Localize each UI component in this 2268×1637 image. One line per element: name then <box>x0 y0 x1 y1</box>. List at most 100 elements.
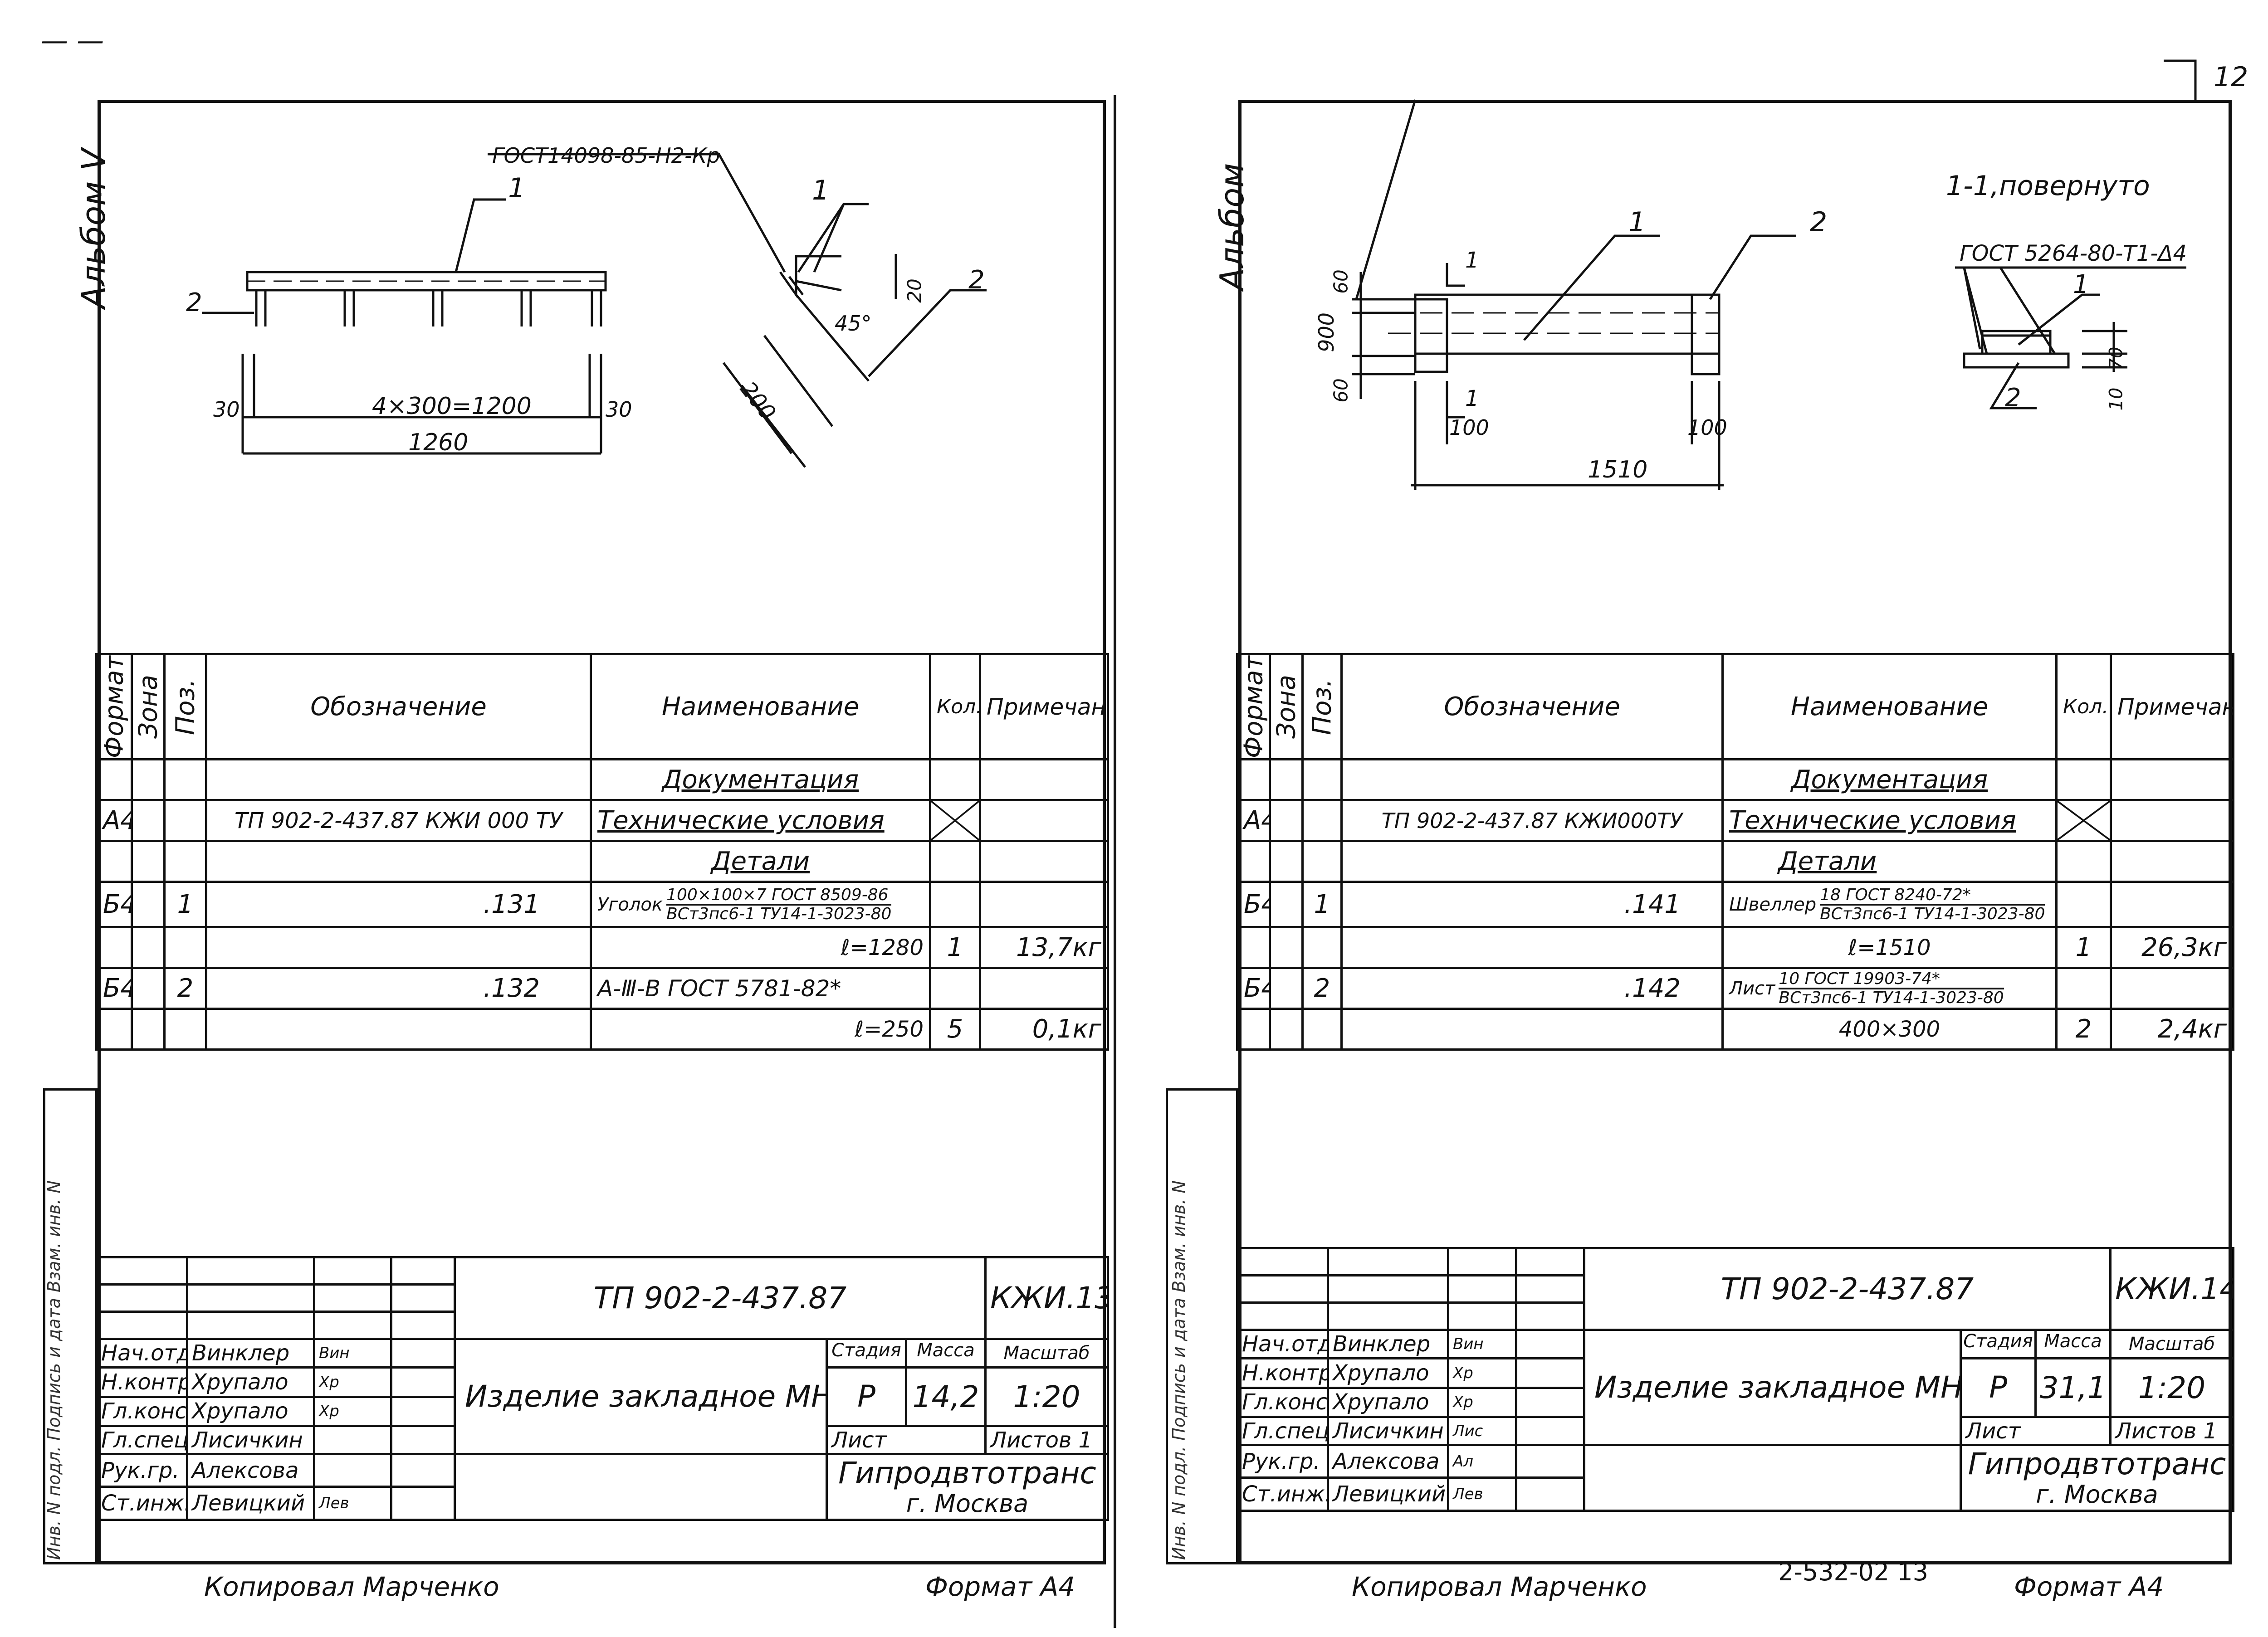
left-gost-label: ГОСТ14098-85-Н2-Кр <box>492 143 720 168</box>
right-h-designation: Обозначение <box>1340 653 1724 761</box>
left-dim-30b: 30 <box>606 397 632 422</box>
page-number: 12 <box>2214 61 2248 93</box>
left-name-4: Алексова <box>186 1452 315 1488</box>
left-h-qty: Кол. <box>929 653 981 761</box>
right-dim-60a: 60 <box>1330 269 1352 294</box>
left-org: Гипродвтотранс <box>838 1456 1096 1491</box>
right-gost-label: ГОСТ 5264-80-Т1-Δ4 <box>1960 241 2187 266</box>
left-h-note: Примечание <box>979 653 1109 761</box>
right-row1-qty: 1 <box>2055 926 2112 970</box>
left-row2-note: 0,1кг <box>979 1008 1109 1051</box>
right-side-stamp-text: Инв. N подл. Подпись и дата Взам. инв. N <box>1169 1180 1189 1560</box>
left-row1-format: Б4 <box>95 881 133 929</box>
right-row2-name-bottom: ВСт3пс6-1 ТУ14-1-3023-80 <box>1779 988 2004 1007</box>
left-dim-spacing: 4×300=1200 <box>372 393 532 420</box>
left-h-zone: Зона <box>132 654 165 760</box>
left-row1-name-prefix: Уголок <box>597 894 663 915</box>
left-tu-name: Технические условия <box>590 799 931 843</box>
left-city: г. Москва <box>906 1489 1029 1518</box>
right-name-4: Алексова <box>1327 1443 1449 1479</box>
right-dim-60b: 60 <box>1330 378 1352 403</box>
right-tu-name: Технические условия <box>1721 799 2058 843</box>
right-role-1: Н.контр. <box>1236 1357 1329 1389</box>
right-role-5: Ст.инж. <box>1236 1476 1329 1512</box>
left-pos2: 2 <box>186 288 202 317</box>
left-row2-name: А-Ⅲ-В ГОСТ 5781-82* <box>590 967 931 1010</box>
right-role-0: Нач.отд. <box>1236 1329 1329 1359</box>
right-pos2: 2 <box>1810 206 1828 238</box>
left-mass: 14,2 <box>912 1379 979 1414</box>
left-section-docs: Документация <box>590 758 931 802</box>
left-role-5: Ст.инж. <box>95 1486 188 1521</box>
right-sheets-label: Листов 1 <box>2109 1416 2234 1446</box>
left-pos2b: 2 <box>968 265 985 295</box>
right-row1-format: Б4 <box>1236 881 1271 929</box>
left-role-3: Гл.спец. <box>95 1425 188 1455</box>
right-role-2: Гл.констр. <box>1236 1386 1329 1418</box>
left-role-4: Рук.гр. <box>95 1452 188 1488</box>
left-section-parts: Детали <box>590 840 931 883</box>
left-tu-designation: ТП 902-2-437.87 КЖИ 000 ТУ <box>205 799 592 843</box>
page-number-bracket <box>2164 59 2197 102</box>
right-scale: 1:20 <box>2109 1357 2234 1418</box>
right-row2-name-prefix: Лист <box>1729 978 1775 999</box>
left-tu-qty-cross <box>929 799 981 843</box>
right-row1-note: 26,3кг <box>2110 926 2234 970</box>
right-h-name: Наименование <box>1721 653 2058 761</box>
right-dim-100a: 100 <box>1449 415 1489 440</box>
right-row2-name-top: 10 ГОСТ 19903-74* <box>1779 970 2004 989</box>
left-role-0: Нач.отд. <box>95 1338 188 1369</box>
right-h-qty: Кол. <box>2055 653 2112 761</box>
left-dim-20: 20 <box>903 278 926 303</box>
right-sig-5: Лев <box>1447 1476 1517 1512</box>
right-sig-1: Хр <box>1447 1357 1517 1389</box>
left-stage-label: Стадия <box>829 1341 907 1365</box>
top-dashes: — — <box>41 25 104 57</box>
right-tu-qty-cross <box>2055 799 2112 843</box>
right-section-parts: Детали <box>1721 840 2058 883</box>
right-pos2-section: 2 <box>2005 383 2021 413</box>
right-name-1: Хрупало <box>1327 1357 1449 1389</box>
left-row2-format: Б4 <box>95 967 133 1010</box>
right-scale-label: Масштаб <box>2109 1329 2234 1359</box>
left-row1-note: 13,7кг <box>979 926 1109 970</box>
right-sig-2: Хр <box>1447 1386 1517 1418</box>
left-sheet-label: Лист <box>826 1425 987 1455</box>
left-scale-label: Масштаб <box>984 1338 1109 1369</box>
right-row2-designation: .142 <box>1340 967 1724 1010</box>
left-role-1: Н.контр. <box>95 1366 188 1398</box>
right-dim-10: 10 <box>2106 387 2127 411</box>
right-row1-length: ℓ=1510 <box>1721 926 2058 970</box>
left-row1-name-top: 100×100×7 ГОСТ 8509-86 <box>666 887 892 906</box>
left-row2-pos: 2 <box>163 967 207 1010</box>
left-h-name: Наименование <box>590 653 931 761</box>
right-h-format: Формат <box>1237 654 1270 760</box>
left-row2-qty: 5 <box>929 1008 981 1051</box>
left-angle: 45° <box>835 311 872 336</box>
right-doc-code: ТП 902-2-437.87 <box>1583 1247 2112 1331</box>
left-sig-1: Хр <box>313 1366 392 1398</box>
left-name-5: Левицкий <box>186 1486 315 1521</box>
left-sig-5: Лев <box>313 1486 392 1521</box>
right-row2-pos: 2 <box>1301 967 1343 1010</box>
right-section-docs: Документация <box>1721 758 2058 802</box>
center-divider <box>1114 95 1116 1628</box>
left-dim-30a: 30 <box>213 397 240 422</box>
left-row1-designation: .131 <box>205 881 592 929</box>
right-row1-name-top: 18 ГОСТ 8240-72* <box>1820 887 2045 906</box>
right-copied: Копировал Марченко <box>1352 1571 1647 1602</box>
left-side-stamp-text: Инв. N подл. Подпись и дата Взам. инв. N <box>44 1180 64 1560</box>
right-row2-format: Б4 <box>1236 967 1271 1010</box>
left-row1-name-bottom: ВСт3пс6-1 ТУ14-1-3023-80 <box>666 904 892 923</box>
left-sheet-code: КЖИ.130 <box>984 1256 1109 1340</box>
right-org: Гипродвтотранс <box>1968 1447 2226 1481</box>
right-stage-label: Стадия <box>1963 1332 2037 1356</box>
left-stage: Р <box>829 1369 907 1424</box>
right-sheet-label: Лист <box>1960 1416 2112 1446</box>
right-dim-1510: 1510 <box>1588 456 1648 483</box>
right-row1-designation: .141 <box>1340 881 1724 929</box>
right-mass: 31,1 <box>2039 1370 2107 1405</box>
right-mass-label: Масса <box>2044 1331 2102 1352</box>
